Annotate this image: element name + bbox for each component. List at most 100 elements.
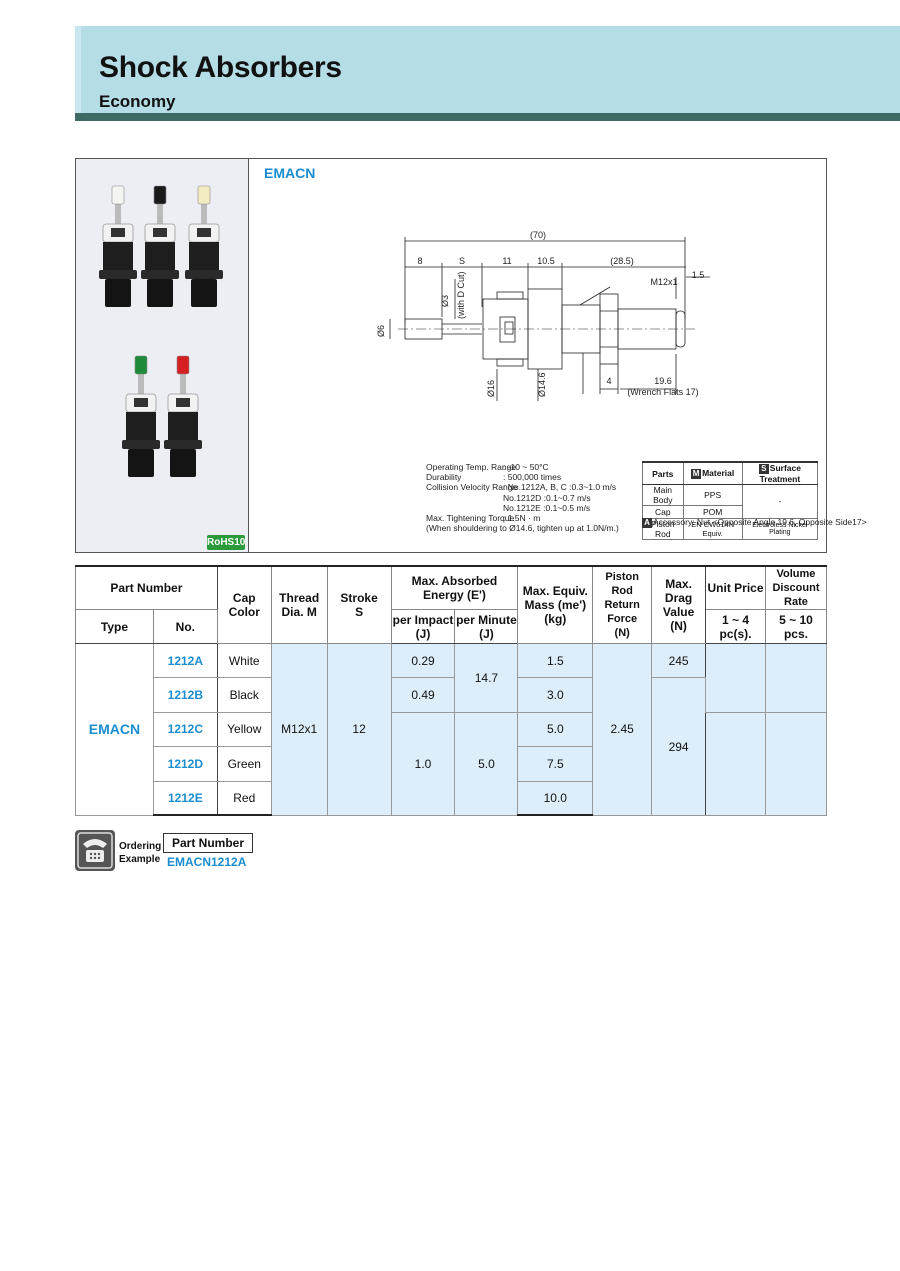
shock-absorber-unit	[184, 185, 224, 308]
per-minute: 5.0	[454, 711, 519, 816]
cap-color: Green	[216, 746, 272, 782]
shock-absorber-unit	[121, 355, 161, 478]
volume-discount-1	[764, 643, 828, 713]
surface-icon: S	[758, 464, 769, 474]
header-underline	[75, 113, 900, 121]
cap-color: Yellow	[216, 711, 272, 748]
svg-text:Ø6: Ø6	[376, 325, 386, 337]
absorber-cap	[197, 185, 211, 205]
spec-row: Max. Tightening Torque: 1.5N · m	[426, 513, 541, 524]
cap-color: Red	[216, 780, 272, 817]
table-row: EMACN 1212A White M12x1 12 0.29 14.7 1.5…	[75, 642, 828, 816]
mass: 7.5	[517, 746, 594, 782]
drag-value: 294	[651, 677, 707, 816]
ordering-example-label: Ordering Example	[119, 841, 162, 865]
table-row: 1212E Red 10.0	[76, 780, 827, 817]
per-impact: 0.49	[390, 677, 456, 713]
part-no[interactable]: 1212C	[152, 711, 218, 748]
header-qty-5-10: 5 ~ 10 pcs.	[764, 609, 828, 644]
spec-row: Collision Velocity Range: No.1212A, B, C…	[426, 482, 617, 493]
ordering-example-value: EMACN1212A	[167, 855, 247, 869]
header-mass: Max. Equiv.Mass (me')(kg)	[517, 565, 594, 644]
page-subtitle: Economy	[99, 92, 176, 111]
mat-header-parts: Parts	[642, 461, 684, 485]
spec-row: Durability: 500,000 times	[426, 472, 562, 483]
phone-order-icon	[75, 830, 115, 871]
header-drag: Max.Drag Value(N)	[651, 565, 707, 644]
spec-row: No.1212D :0.1~0.7 m/s	[503, 492, 591, 503]
mat-surface: Electroless Nickel Plating	[741, 517, 819, 540]
per-impact: 0.29	[390, 642, 456, 679]
header-qty-1-4: 1 ~ 4 pc(s).	[705, 609, 766, 644]
specifications: Operating Temp. Range: -10 ~ 50°C Durabi…	[426, 462, 656, 533]
svg-text:M12x1: M12x1	[650, 277, 677, 287]
mat-surface: -	[741, 484, 819, 519]
svg-text:Ø14.6: Ø14.6	[537, 372, 547, 397]
per-minute: 14.7	[454, 643, 519, 713]
stroke-cell: 12	[326, 643, 392, 816]
drag-value: 245	[651, 642, 707, 679]
header-per-minute: per Minute(J)	[454, 609, 519, 644]
unit-price-2	[705, 711, 766, 816]
technical-drawing: (70) 8 S 11 10.5 (28.5) 1.5 M12x1 Ø3 (wi…	[376, 230, 710, 401]
mass: 10.0	[517, 780, 594, 817]
header-no: No.	[152, 609, 218, 644]
part-no[interactable]: 1212B	[152, 677, 218, 713]
return-force: 2.45	[592, 643, 653, 816]
volume-discount-2	[764, 711, 828, 816]
header-type: Type	[75, 609, 154, 644]
svg-text:1.5: 1.5	[692, 270, 705, 280]
shock-absorber-unit	[98, 185, 138, 308]
spec-note: (When shouldering to Ø14.6, tighten up a…	[426, 523, 619, 534]
cap-color: Black	[216, 677, 272, 713]
mass: 5.0	[517, 711, 594, 748]
material-icon: M	[691, 469, 702, 479]
cap-color: White	[216, 642, 272, 679]
product-photo	[76, 159, 249, 552]
mass: 1.5	[517, 642, 594, 679]
mat-material: PPS	[682, 484, 743, 506]
unit-price-1	[705, 643, 766, 713]
thread-cell: M12x1	[270, 643, 328, 816]
part-no[interactable]: 1212E	[152, 780, 218, 817]
header-unit-price: Unit Price	[705, 565, 766, 610]
per-impact: 1.0	[390, 711, 456, 816]
header-part-number: Part Number	[75, 565, 218, 610]
svg-text:10.5: 10.5	[537, 256, 555, 266]
absorber-cap	[153, 185, 167, 205]
type-cell: EMACN	[75, 643, 154, 816]
svg-text:(70): (70)	[530, 230, 546, 240]
svg-text:(with D Cut): (with D Cut)	[456, 271, 466, 319]
mass: 3.0	[517, 677, 594, 713]
svg-text:Ø16: Ø16	[486, 380, 496, 397]
absorber-cap	[111, 185, 125, 205]
shock-absorber-images	[98, 185, 224, 478]
svg-text:Ø3: Ø3	[440, 295, 450, 307]
absorber-cap	[134, 355, 148, 375]
spec-row: Operating Temp. Range: -10 ~ 50°C	[426, 462, 549, 472]
accessory-icon: A	[642, 518, 652, 528]
mat-material: EN CW614N Equiv.	[682, 517, 743, 540]
page-title: Shock Absorbers	[99, 51, 342, 84]
svg-text:(28.5): (28.5)	[610, 256, 634, 266]
series-label: EMACN	[264, 165, 316, 181]
table-row: 1212C Yellow 1.0 5.0 5.0	[76, 711, 828, 816]
product-box: RoHS10 EMACN	[75, 158, 867, 553]
part-no[interactable]: 1212D	[152, 746, 218, 782]
shock-absorber-unit	[140, 185, 180, 308]
spec-row: No.1212E :0.1~0.5 m/s	[503, 502, 591, 513]
part-no[interactable]: 1212A	[152, 642, 218, 679]
header-per-impact: per Impact(J)	[390, 609, 456, 644]
absorber-cap	[176, 355, 190, 375]
svg-text:8: 8	[417, 256, 422, 266]
